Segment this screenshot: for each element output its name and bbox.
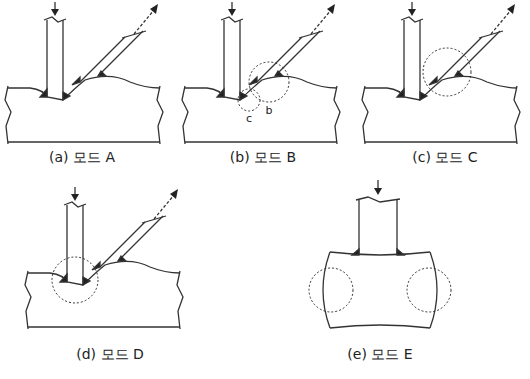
panel-caption: (d) 모드 D	[76, 347, 144, 362]
callout-letter: c	[245, 113, 253, 125]
panel-caption: (a) 모드 A	[49, 150, 115, 165]
panel-caption: (c) 모드 C	[412, 150, 477, 165]
callout-letter: b	[265, 105, 274, 117]
panel-caption: (e) 모드 E	[347, 347, 412, 362]
panel-caption: (b) 모드 B	[230, 150, 296, 165]
